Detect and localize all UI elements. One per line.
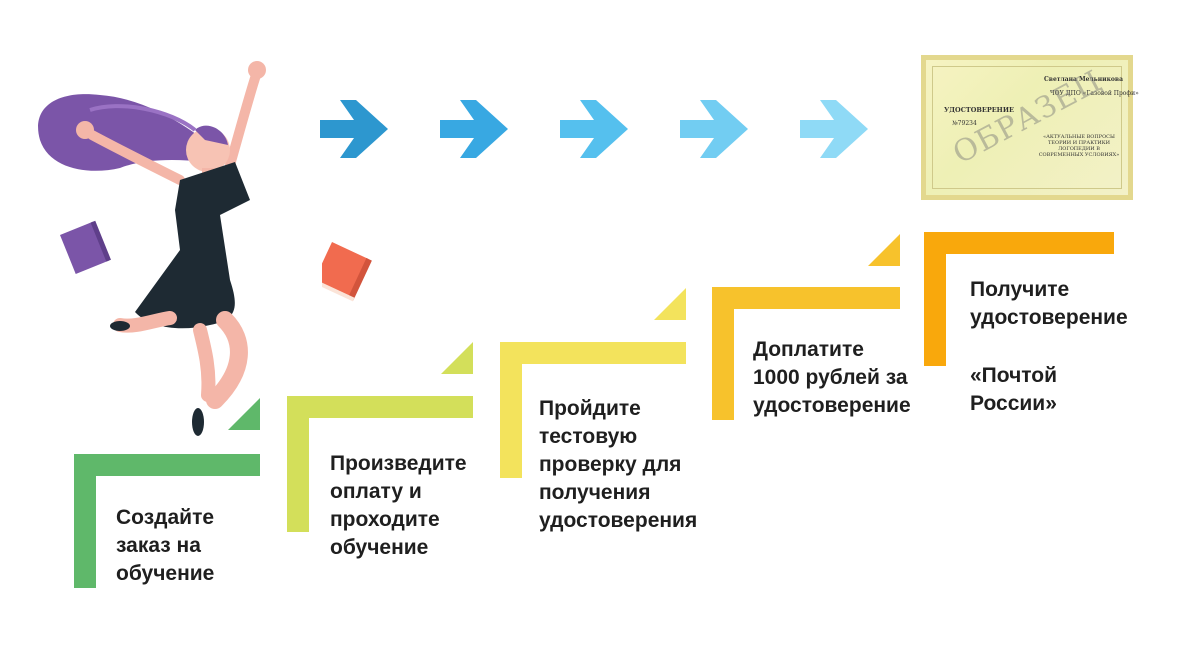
arrow-icon [680, 100, 748, 158]
certificate-org: ЧОУ ДПО «Газовой Профи» [1050, 90, 1139, 97]
stair-step-1 [74, 398, 260, 588]
step-1-text: Создайте заказ на обучение [116, 506, 215, 585]
step-4-text: Доплатите 1000 рублей за удостоверение [753, 338, 911, 417]
step-5-subtext: «Почтой России» [970, 364, 1058, 415]
stair-step-4 [712, 234, 900, 420]
certificate-sample: УДОСТОВЕРЕНИЕ №79234 Светлана Мельникова… [921, 55, 1139, 200]
arrow-icon [560, 100, 628, 158]
arrow-shape [440, 100, 508, 158]
arrow-shape [560, 100, 628, 158]
stair-step-3 [500, 288, 686, 478]
book-illustration [322, 242, 372, 302]
jumping-girl-illustration [38, 61, 266, 436]
arrow-shape [800, 100, 868, 158]
arrow-icon [800, 100, 868, 158]
step-2-text: Произведите оплату и проходите обучение [330, 452, 467, 559]
step-3-text: Пройдите тестовую проверку для получения… [539, 397, 698, 532]
certificate-course: «АКТУАЛЬНЫЕ ВОПРОСЫ ТЕОРИИ И ПРАКТИКИ ЛО… [1038, 134, 1120, 158]
arrow-icon [440, 100, 508, 158]
certificate-title: УДОСТОВЕРЕНИЕ [944, 106, 1014, 114]
step-5-text: Получите удостоверение [970, 278, 1128, 329]
arrow-icon [320, 100, 388, 158]
arrow-shape [680, 100, 748, 158]
stair-step-2 [287, 342, 473, 532]
certificate-number: №79234 [952, 120, 977, 127]
certificate-name: Светлана Мельникова [1044, 76, 1123, 83]
stair-step-5 [924, 232, 1114, 366]
arrow-shape [320, 100, 388, 158]
